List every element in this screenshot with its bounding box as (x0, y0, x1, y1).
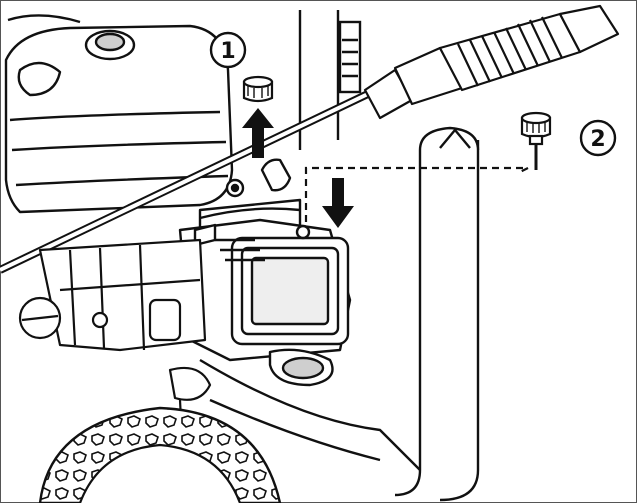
engine-housing (4, 14, 234, 214)
dashed-leader-line (304, 166, 529, 222)
dipstick-cap-2 (520, 111, 552, 170)
engine-side (18, 238, 212, 501)
callout-1: 1 (209, 31, 247, 69)
callout-2-label: 2 (590, 127, 605, 152)
up-arrow-icon (242, 108, 274, 158)
frame-pipes (298, 10, 480, 502)
lower-frame (199, 358, 421, 471)
callout-1-label: 1 (220, 39, 235, 64)
callout-2: 2 (579, 119, 617, 157)
down-arrow-icon (322, 178, 354, 228)
oil-cap-1 (242, 75, 274, 103)
spray-wand (0, 4, 620, 274)
pump-assembly (178, 158, 352, 387)
wheel (38, 406, 282, 503)
